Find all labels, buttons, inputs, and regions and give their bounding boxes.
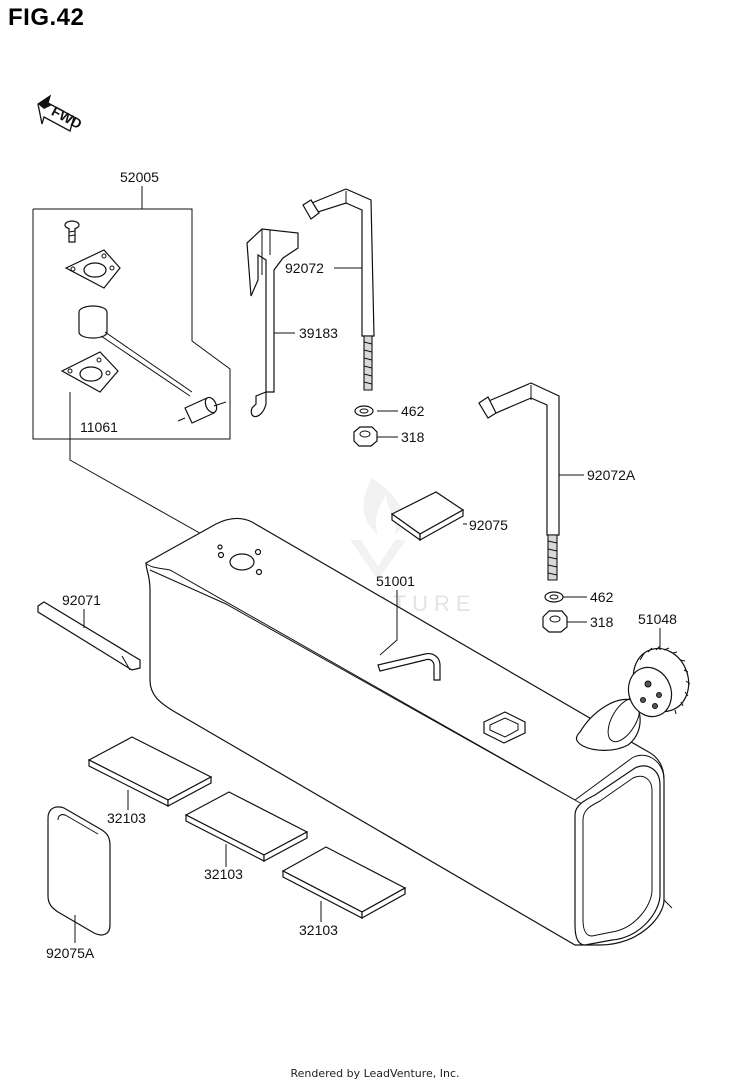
washer-462-upper [354, 405, 374, 417]
callout-39183: 39183 [299, 325, 338, 341]
callout-462-upper: 462 [401, 403, 425, 419]
callout-92075: 92075 [469, 517, 508, 533]
fwd-arrow-icon: FWD [37, 94, 85, 132]
pad-32103-c [281, 846, 407, 920]
callout-92072: 92072 [285, 260, 324, 276]
callout-318-upper: 318 [401, 429, 425, 445]
callout-32103-c: 32103 [299, 922, 338, 938]
watermark-logo [350, 478, 406, 580]
leader-lines [74, 267, 661, 943]
fuel-gauge-kit-group [32, 186, 231, 546]
callout-51048: 51048 [638, 611, 677, 627]
footer-credit: Rendered by LeadVenture, Inc. [290, 1067, 460, 1080]
strap-92072 [302, 188, 375, 391]
nut-318-lower [542, 610, 568, 633]
washer-462-lower [544, 591, 564, 603]
strap-92072A [478, 382, 560, 581]
pad-92075 [390, 491, 465, 542]
callout-32103-b: 32103 [204, 866, 243, 882]
strip-92071 [37, 601, 141, 671]
callout-52005: 52005 [120, 169, 159, 185]
figure-title: FIG.42 [8, 4, 85, 31]
fuel-tank-51001 [145, 517, 673, 946]
callout-11061: 11061 [80, 419, 118, 435]
nut-318-upper [353, 426, 378, 447]
pad-32103-b [184, 791, 309, 863]
fuel-cap-51048 [627, 645, 691, 718]
pad-32103-a [87, 736, 213, 808]
strap-39183 [246, 228, 299, 418]
pad-92075A [47, 806, 111, 936]
callout-462-lower: 462 [590, 589, 614, 605]
callout-32103-a: 32103 [107, 810, 146, 826]
callout-92075A: 92075A [46, 945, 95, 961]
callout-92071: 92071 [62, 592, 101, 608]
callout-92072A: 92072A [587, 467, 636, 483]
callout-51001: 51001 [376, 573, 415, 589]
callout-318-lower: 318 [590, 614, 614, 630]
